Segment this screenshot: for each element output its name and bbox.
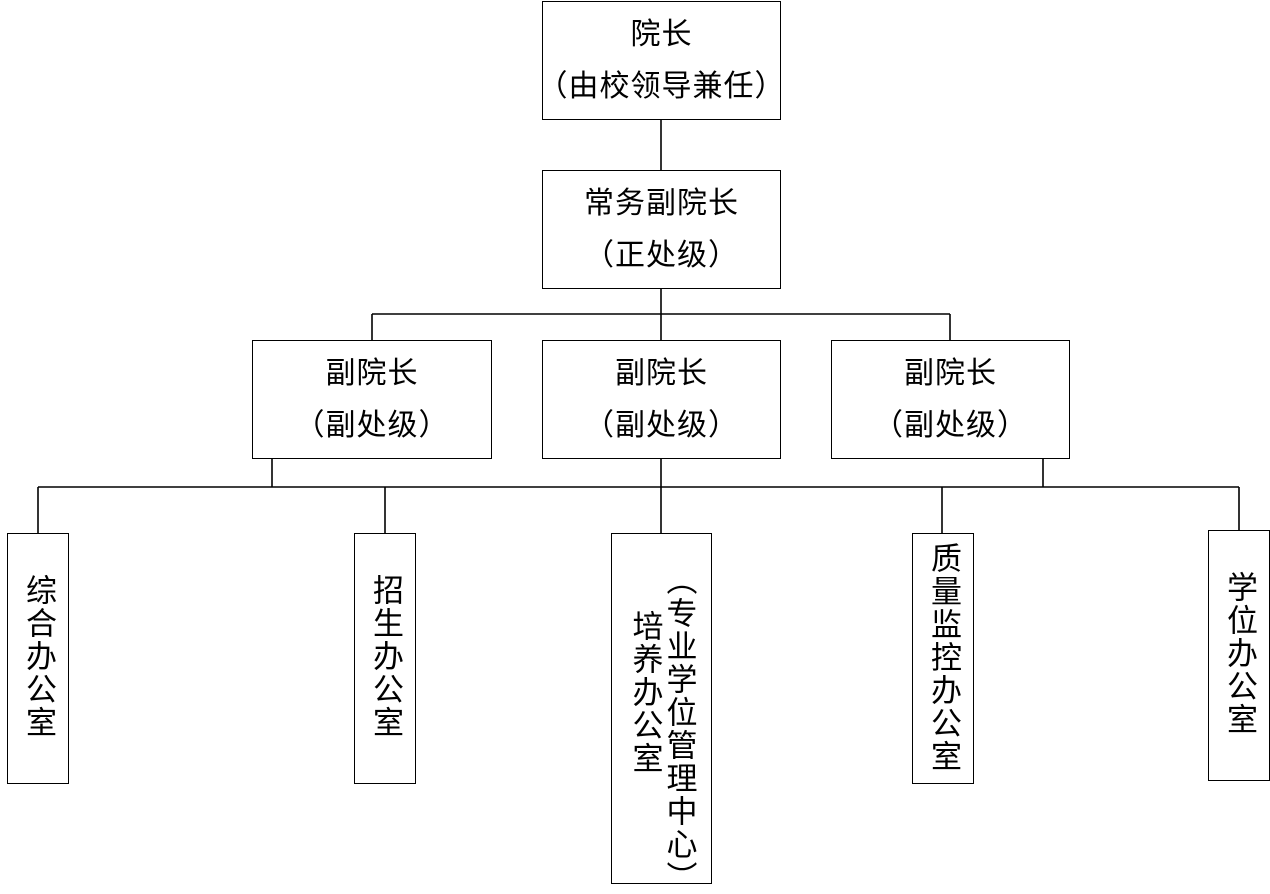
- dean-box: 院长 （由校领导兼任）: [538, 1, 785, 120]
- office-box-general: 综合办公室: [7, 533, 69, 784]
- office-box-quality: 质量监控办公室: [912, 533, 974, 784]
- vice-dean-box-2: 副院长 （副处级）: [542, 340, 781, 459]
- office-label-secondary: （专业学位管理中心）: [660, 564, 697, 894]
- executive-vice-dean-note: （正处级）: [584, 237, 739, 273]
- vice-dean-note: （副处级）: [584, 407, 739, 443]
- executive-vice-dean-title: 常务副院长: [584, 185, 739, 221]
- office-label: 招生办公室: [367, 574, 403, 739]
- office-label: 质量监控办公室: [925, 542, 961, 773]
- office-label: 综合办公室: [20, 574, 56, 739]
- vice-dean-box-1: 副院长 （副处级）: [252, 340, 492, 459]
- vice-dean-box-3: 副院长 （副处级）: [831, 340, 1070, 459]
- office-box-admissions: 招生办公室: [354, 533, 416, 784]
- executive-vice-dean-box: 常务副院长 （正处级）: [542, 170, 781, 289]
- office-label: 学位办公室: [1221, 571, 1257, 736]
- dean-title: 院长: [630, 16, 693, 52]
- office-box-degree: 学位办公室: [1208, 530, 1270, 781]
- office-box-training: （专业学位管理中心） 培养办公室: [611, 533, 712, 894]
- vice-dean-note: （副处级）: [294, 407, 450, 443]
- vice-dean-title: 副院长: [904, 355, 997, 391]
- office-label: 培养办公室: [626, 610, 663, 775]
- vice-dean-note: （副处级）: [873, 407, 1028, 443]
- dean-note: （由校领导兼任）: [537, 68, 786, 104]
- vice-dean-title: 副院长: [325, 355, 419, 391]
- vice-dean-title: 副院长: [615, 355, 708, 391]
